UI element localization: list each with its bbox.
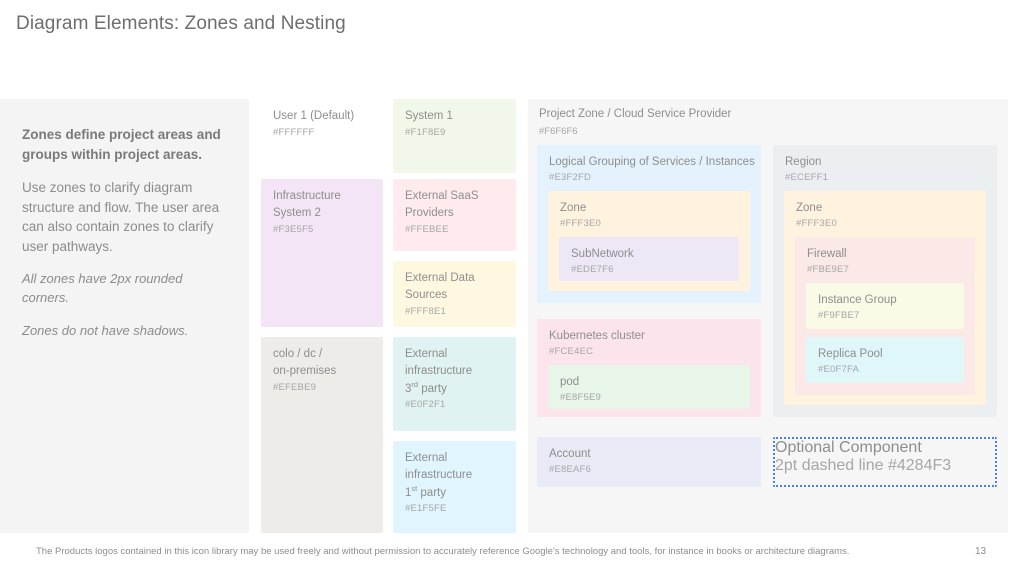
zone-replica-pool[interactable]: Replica Pool #E0F7FA bbox=[806, 337, 964, 383]
zone-zone-left[interactable]: Zone #FFF3E0 SubNetwork #EDE7F6 bbox=[548, 191, 750, 291]
zone-label: User 1 (Default) bbox=[273, 110, 355, 122]
zone-label: pod bbox=[560, 376, 580, 388]
zone-label: Zone bbox=[796, 202, 823, 214]
zone-label: Region bbox=[785, 156, 822, 168]
footer-disclaimer: The Products logos contained in this ico… bbox=[36, 546, 850, 557]
zone-zone-right[interactable]: Zone #FFF3E0 Firewall #FBE9E7 Instance G… bbox=[784, 191, 986, 405]
zone-label: Infrastructure System 2 bbox=[273, 190, 341, 220]
zone-colo-dc-on-premises[interactable]: colo / dc / on-premises #EFEBE9 bbox=[261, 337, 383, 533]
description-heading: Zones define project areas and groups wi… bbox=[22, 127, 221, 162]
zone-instance-group[interactable]: Instance Group #F9FBE7 bbox=[806, 283, 964, 329]
zone-label: External Data Sources bbox=[405, 272, 475, 302]
zone-project-cloud-service-provider[interactable]: Project Zone / Cloud Service Provider #F… bbox=[528, 99, 1008, 533]
zone-logical-grouping-of-services[interactable]: Logical Grouping of Services / Instances… bbox=[537, 145, 761, 303]
zone-label: Zone bbox=[560, 202, 587, 214]
zone-account[interactable]: Account #E8EAF6 bbox=[537, 437, 761, 487]
zone-hex: #FFF8E1 bbox=[405, 306, 446, 317]
zone-hex: #FFF3E0 bbox=[796, 218, 837, 229]
zone-hex: #F3E5F5 bbox=[273, 224, 314, 235]
zone-label: Project Zone / Cloud Service Provider bbox=[539, 108, 732, 120]
zone-label: Account bbox=[549, 448, 591, 460]
zone-external-data-sources[interactable]: External Data Sources #FFF8E1 bbox=[393, 261, 516, 327]
zone-label: Kubernetes cluster bbox=[549, 330, 645, 342]
zone-label: Replica Pool bbox=[818, 348, 883, 360]
zone-hex: #E3F2FD bbox=[549, 172, 592, 183]
description-body: Use zones to clarify diagram structure a… bbox=[22, 180, 220, 254]
zone-hex: #FFF3E0 bbox=[560, 218, 601, 229]
zone-hex: #EDE7F6 bbox=[571, 264, 614, 275]
zone-hex: #F9FBE7 bbox=[818, 310, 860, 321]
zone-hex: #E8F5E9 bbox=[560, 392, 602, 403]
zone-hex: #E0F7FA bbox=[818, 364, 860, 375]
zone-hex: #EFEBE9 bbox=[273, 382, 317, 393]
description-panel: Zones define project areas and groups wi… bbox=[0, 99, 249, 533]
page-title: Diagram Elements: Zones and Nesting bbox=[16, 13, 346, 34]
zone-hex: #FFEBEE bbox=[405, 224, 449, 235]
zone-hex: #FFFFFF bbox=[273, 127, 315, 138]
zone-hex: #F6F6F6 bbox=[539, 126, 578, 137]
zone-pod[interactable]: pod #E8F5E9 bbox=[548, 365, 750, 409]
zone-infrastructure-system-2[interactable]: Infrastructure System 2 #F3E5F5 bbox=[261, 179, 383, 327]
zone-firewall[interactable]: Firewall #FBE9E7 Instance Group #F9FBE7 … bbox=[795, 237, 975, 395]
zone-label: Instance Group bbox=[818, 294, 897, 306]
diagram-stage: Zones define project areas and groups wi… bbox=[0, 99, 1008, 533]
zone-hex: #E8EAF6 bbox=[549, 464, 592, 475]
zone-label: System 1 bbox=[405, 110, 453, 122]
zone-subnetwork[interactable]: SubNetwork #EDE7F6 bbox=[559, 237, 739, 281]
zone-hex: #E0F2F1 bbox=[405, 399, 446, 410]
zone-hex: #FCE4EC bbox=[549, 346, 594, 357]
description-note-rounded-corners: All zones have 2px rounded corners. bbox=[22, 271, 183, 306]
zone-label: Firewall bbox=[807, 248, 847, 260]
zone-hex: #E1F5FE bbox=[405, 503, 447, 514]
zone-label: SubNetwork bbox=[571, 248, 634, 260]
zone-user-1-default[interactable]: User 1 (Default) #FFFFFF bbox=[261, 99, 383, 173]
page-number: 13 bbox=[975, 546, 987, 557]
zone-region[interactable]: Region #ECEFF1 Zone #FFF3E0 Firewall #FB… bbox=[773, 145, 997, 417]
zone-label: External SaaS Providers bbox=[405, 190, 479, 220]
zone-external-saas-providers[interactable]: External SaaS Providers #FFEBEE bbox=[393, 179, 516, 251]
description-note-no-shadows: Zones do not have shadows. bbox=[22, 323, 189, 339]
zone-hex: #ECEFF1 bbox=[785, 172, 829, 183]
zone-system-1[interactable]: System 1 #F1F8E9 bbox=[393, 99, 516, 173]
zone-label: Optional Component bbox=[775, 439, 922, 456]
zone-optional-component[interactable]: Optional Component 2pt dashed line #4284… bbox=[773, 437, 997, 487]
zone-hex: #F1F8E9 bbox=[405, 127, 446, 138]
zone-hex: 2pt dashed line #4284F3 bbox=[775, 457, 952, 474]
zone-hex: #FBE9E7 bbox=[807, 264, 850, 275]
zone-label: colo / dc / on-premises bbox=[273, 348, 337, 378]
zone-kubernetes-cluster[interactable]: Kubernetes cluster #FCE4EC pod #E8F5E9 bbox=[537, 319, 761, 417]
zone-label: Logical Grouping of Services / Instances bbox=[549, 156, 755, 168]
